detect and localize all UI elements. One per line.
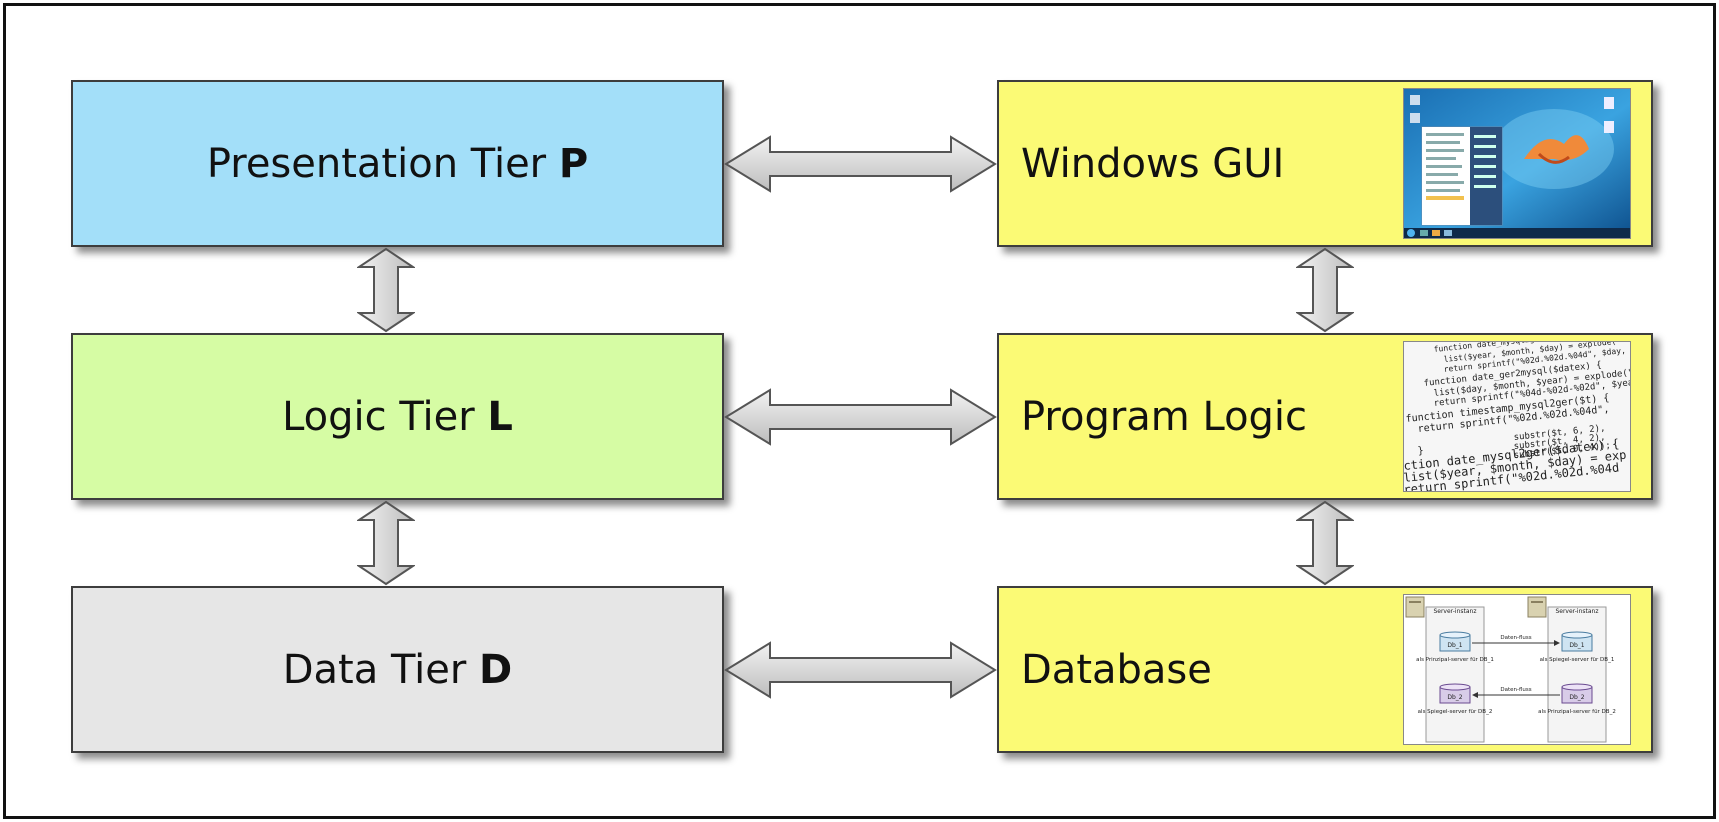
mirror-db1-caption: als Spiegel-server für DB_1 <box>1540 657 1615 663</box>
program-logic-box: Program Logic function date_mysql2ger($d… <box>997 333 1653 500</box>
database-cylinder-icon <box>1561 683 1593 704</box>
logic-tier-letter: L <box>487 393 513 440</box>
horizontal-double-arrow-data <box>724 641 997 699</box>
windows-gui-box: Windows GUI <box>997 80 1653 247</box>
database-label: Database <box>1021 646 1212 693</box>
logic-tier-box: Logic Tier L <box>71 333 724 500</box>
windows-desktop-thumbnail <box>1403 88 1631 239</box>
server-instance-label: Server-instanz <box>1555 608 1598 615</box>
database-cylinder-icon <box>1561 631 1593 652</box>
server-instance-label: Server-instanz <box>1433 608 1476 615</box>
logic-tier-label: Logic Tier L <box>282 394 513 440</box>
server-icon <box>1527 596 1547 618</box>
db2-label: Db_2 <box>1569 694 1584 701</box>
data-tier-label: Data Tier D <box>283 647 513 693</box>
principal-db2-caption: als Prinzipal-server für DB_2 <box>1538 709 1616 715</box>
presentation-tier-letter: P <box>558 140 589 187</box>
vertical-double-arrow-left-upper <box>357 247 415 333</box>
principal-db1-caption: als Prinzipal-server für DB_1 <box>1416 657 1494 663</box>
code-thumbnail: function date_mysql2ger($datex) { list($… <box>1403 341 1631 492</box>
diagram-frame: Presentation Tier P Logic Tier L Data Ti… <box>3 3 1716 819</box>
vertical-double-arrow-left-lower <box>357 500 415 586</box>
program-logic-label: Program Logic <box>1021 393 1308 440</box>
database-mirroring-thumbnail: Server-instanz Server-instanz Db_1 Db_1 <box>1403 594 1631 745</box>
windows-gui-label: Windows GUI <box>1021 140 1285 187</box>
database-box: Database Server-instanz Server-instanz <box>997 586 1653 753</box>
server-icon <box>1405 596 1425 618</box>
vertical-double-arrow-right-upper <box>1296 247 1354 333</box>
code-line: } <box>1417 445 1424 457</box>
data-tier-box: Data Tier D <box>71 586 724 753</box>
db1-label: Db_1 <box>1447 642 1462 649</box>
horizontal-double-arrow-logic <box>724 388 997 446</box>
horizontal-double-arrow-presentation <box>724 135 997 193</box>
db2-label: Db_2 <box>1447 694 1462 701</box>
presentation-tier-text: Presentation Tier <box>206 140 559 187</box>
presentation-tier-box: Presentation Tier P <box>71 80 724 247</box>
mirror-db2-caption: als Spiegel-server für DB_2 <box>1418 709 1493 715</box>
data-tier-text: Data Tier <box>282 646 480 693</box>
database-cylinder-icon <box>1439 683 1471 704</box>
database-cylinder-icon <box>1439 631 1471 652</box>
logic-tier-text: Logic Tier <box>282 393 488 440</box>
vertical-double-arrow-right-lower <box>1296 500 1354 586</box>
presentation-tier-label: Presentation Tier P <box>207 141 588 187</box>
data-flow-label: Daten-fluss <box>1500 687 1531 693</box>
db1-label: Db_1 <box>1569 642 1584 649</box>
data-tier-letter: D <box>479 646 513 693</box>
data-flow-label: Daten-fluss <box>1500 635 1531 641</box>
